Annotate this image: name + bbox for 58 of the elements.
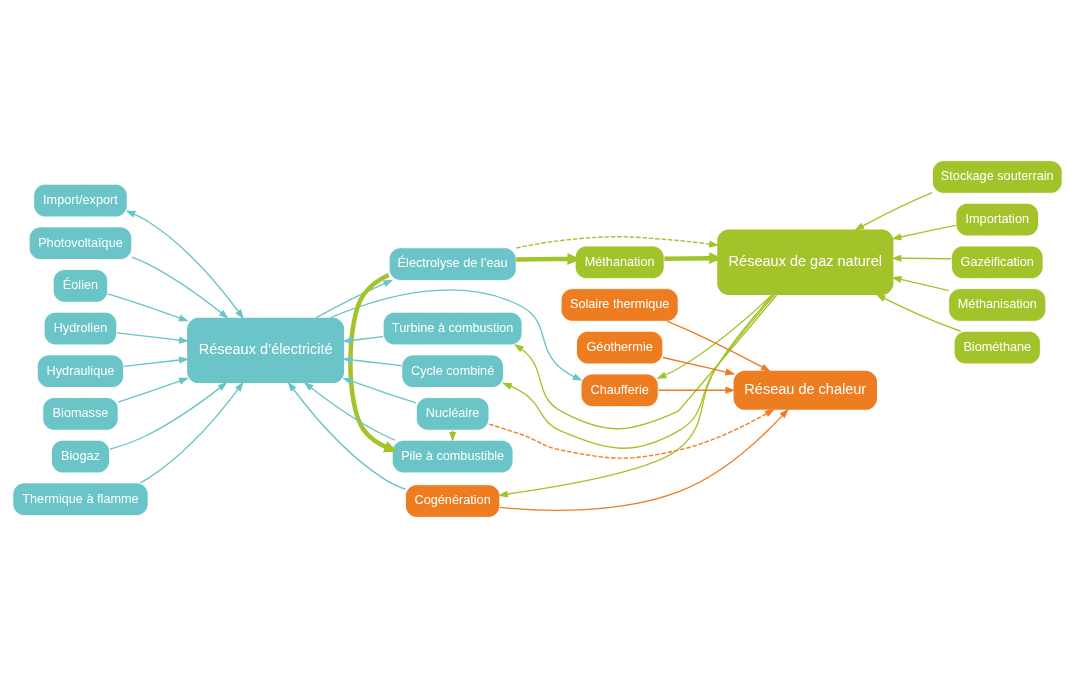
node-box: Chaufferie — [580, 373, 659, 408]
node-box: Hydrolien — [43, 311, 118, 346]
arrow — [891, 276, 950, 292]
node-box: Stockage souterrain — [931, 160, 1063, 194]
arrow — [131, 256, 229, 319]
node-box: Solaire thermique — [560, 288, 679, 322]
arrow — [125, 210, 244, 320]
arrow — [348, 272, 398, 453]
arrow — [117, 377, 189, 403]
arrow — [116, 332, 189, 344]
node-box: Cycle combiné — [401, 354, 504, 388]
node-box: Import/export — [33, 183, 128, 218]
arrow — [854, 191, 933, 231]
node-box: Photovoltaïque — [28, 226, 133, 261]
arrow — [662, 356, 736, 376]
node-box: Pile à combustible — [391, 439, 514, 474]
node-box: Éolien — [52, 269, 109, 303]
node-box: Nucléaire — [415, 397, 490, 431]
node-box: Réseaux de gaz naturel — [717, 229, 894, 295]
node-box: Biogaz — [50, 439, 110, 474]
arrow — [501, 294, 776, 449]
arrow — [139, 381, 244, 484]
node-box: Turbine à combustion — [382, 311, 523, 346]
node-box: Hydraulique — [36, 354, 125, 388]
node-box: Importation — [955, 202, 1040, 237]
arrow — [449, 429, 457, 442]
node-box: Électrolyse de l’eau — [388, 247, 517, 281]
node-box: Méthanisation — [948, 288, 1047, 322]
arrow — [515, 236, 720, 249]
arrow — [513, 294, 778, 430]
node-box: Réseau de chaleur — [733, 370, 877, 410]
arrow — [891, 254, 952, 262]
node-box: Cogénération — [404, 484, 501, 518]
node-box: Méthanation — [574, 245, 665, 280]
arrow — [107, 293, 189, 322]
arrow — [488, 408, 775, 459]
node-box: Réseaux d’électricité — [187, 317, 345, 383]
arrow — [109, 381, 228, 451]
arrow — [497, 294, 774, 498]
node-box: Gazéification — [950, 245, 1044, 280]
arrow — [499, 408, 789, 511]
arrow — [342, 377, 417, 404]
arrow — [656, 294, 773, 379]
arrow — [303, 381, 396, 441]
node-box: Géothermie — [576, 330, 664, 365]
arrow — [666, 320, 771, 372]
arrow — [342, 335, 384, 344]
arrow — [342, 356, 403, 367]
arrow — [287, 381, 406, 490]
node-box: Biométhane — [953, 330, 1041, 365]
arrow — [123, 356, 190, 368]
arrow — [891, 224, 957, 241]
arrow — [875, 294, 962, 332]
arrow — [330, 289, 583, 381]
arrow — [657, 386, 736, 394]
arrow — [315, 279, 394, 319]
node-box: Biomasse — [42, 397, 119, 431]
node-box: Thermique à flamme — [12, 482, 149, 516]
